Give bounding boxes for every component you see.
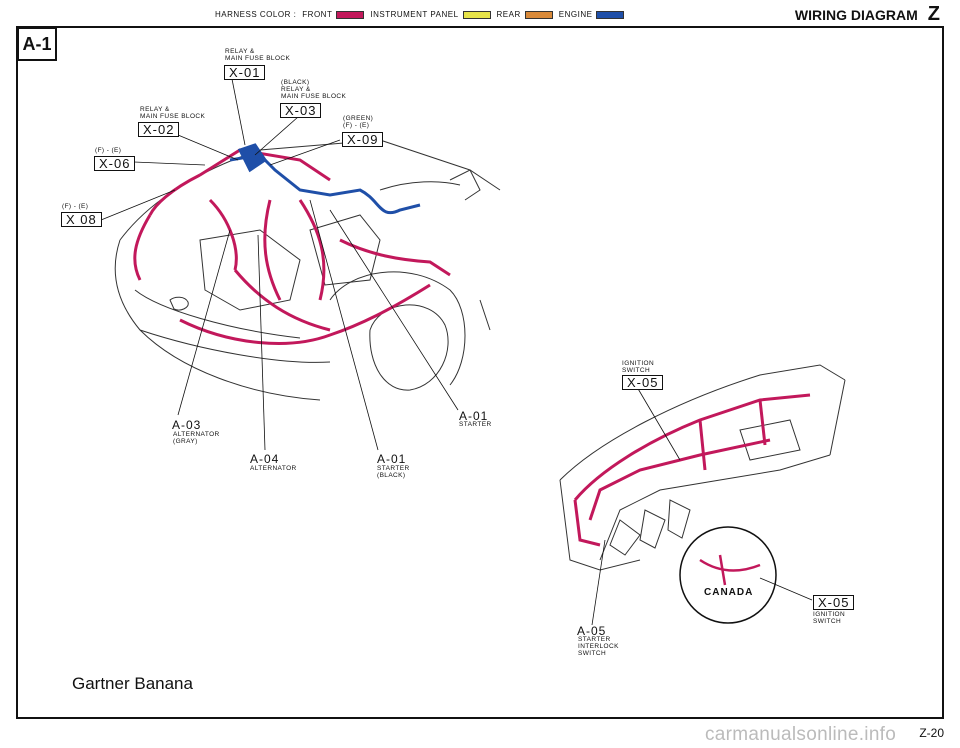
callout-a01-bottom-label: STARTER (BLACK) [377, 465, 410, 479]
connector-code-a01-bottom: A-01 [377, 452, 407, 466]
canada-inset-harness [699, 554, 761, 586]
legend-swatch-instrument-panel [462, 10, 491, 19]
legend-swatch-front [336, 10, 365, 19]
connector-code-x05-top: X-05 [622, 375, 664, 390]
legend-swatch-rear [524, 10, 553, 19]
callout-x05-bottom-label: IGNITION SWITCH [813, 611, 846, 625]
diagram-frame [16, 26, 944, 719]
connector-code-x01: X-01 [224, 65, 266, 80]
callout-leader-lines [100, 78, 813, 626]
front-harness-engine-bay [133, 148, 451, 345]
connector-code-a04: A-04 [250, 452, 280, 466]
callout-x09-label: (GREEN) (F) - (E) [343, 115, 374, 129]
connector-code-x03: X-03 [280, 103, 322, 118]
connector-code-x09: X-09 [342, 132, 384, 147]
harness-color-legend: HARNESS COLOR : FRONT INSTRUMENT PANEL R… [215, 10, 625, 19]
legend-swatch-engine [596, 10, 625, 19]
watermark: carmanualsonline.info [705, 724, 897, 745]
callout-x02-label: RELAY & MAIN FUSE BLOCK [140, 106, 206, 120]
callout-x06-label: (F) - (E) [95, 147, 122, 154]
connector-code-a01-right: A-01 [459, 409, 489, 423]
section-letter: Z [927, 3, 940, 25]
note-text: Gartner Banana [72, 674, 193, 693]
connector-code-a05: A-05 [577, 624, 607, 638]
connector-code-x02: X-02 [138, 122, 180, 137]
section-code: A-1 [17, 27, 57, 61]
callout-x01-label: RELAY & MAIN FUSE BLOCK [225, 48, 291, 62]
legend-item-engine: ENGINE [559, 10, 625, 19]
connector-code-x08: X 08 [61, 212, 102, 227]
connector-code-x06: X-06 [94, 156, 136, 171]
legend-item-front: FRONT [302, 10, 365, 19]
callout-a04-label: ALTERNATOR [250, 465, 297, 472]
engine-harness [229, 143, 421, 215]
callout-a03-label: ALTERNATOR (GRAY) [173, 431, 220, 445]
legend-title: HARNESS COLOR : [215, 10, 297, 19]
callout-x05-top-label: IGNITION SWITCH [622, 360, 655, 374]
canada-label: CANADA [704, 587, 754, 598]
connector-code-x05-bottom: X-05 [813, 595, 855, 610]
connector-code-a03: A-03 [172, 418, 202, 432]
callout-a05-label: STARTER INTERLOCK SWITCH [578, 636, 619, 657]
callout-x03-label: (BLACK) RELAY & MAIN FUSE BLOCK [281, 79, 347, 100]
page-title: WIRING DIAGRAM Z [794, 3, 940, 25]
header-bar: HARNESS COLOR : FRONT INSTRUMENT PANEL R… [0, 0, 960, 26]
instrument-panel-harness [573, 393, 811, 547]
canada-inset-circle [679, 526, 777, 624]
callout-x08-label: (F) - (E) [62, 203, 89, 210]
instrument-panel-outline [559, 364, 846, 571]
legend-item-rear: REAR [497, 10, 553, 19]
legend-item-instrument-panel: INSTRUMENT PANEL [370, 10, 491, 19]
page-number: Z-20 [919, 726, 944, 740]
callout-a01-right-label: STARTER [459, 421, 492, 428]
